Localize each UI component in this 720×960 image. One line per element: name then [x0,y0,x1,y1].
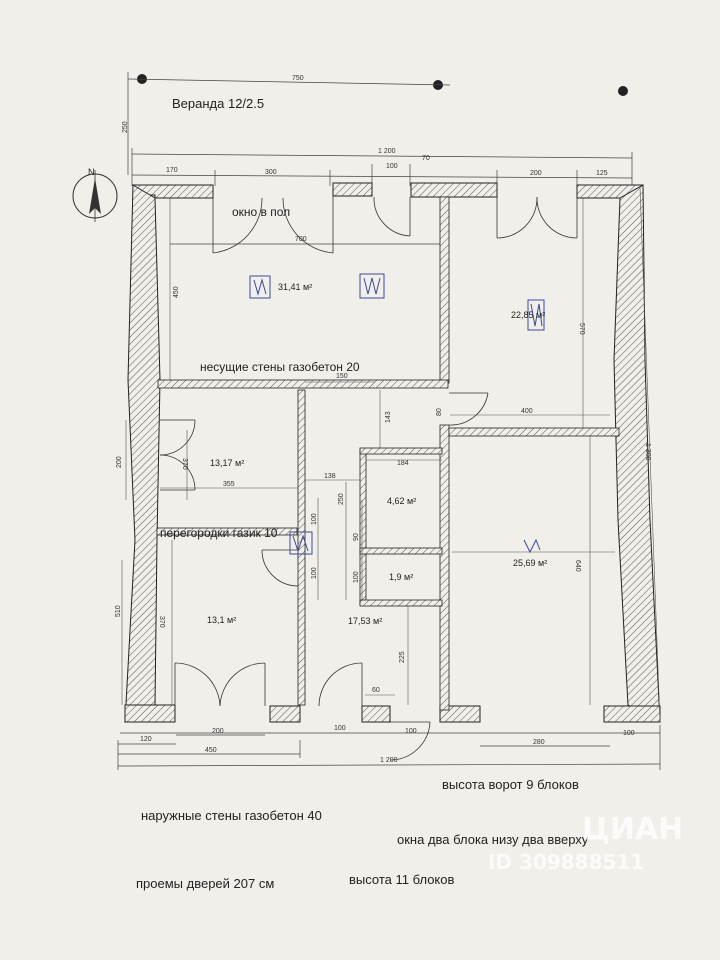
veranda-label: Веранда 12/2.5 [172,96,264,111]
dim-label: 280 [533,739,545,746]
dim-label: 120 [140,736,152,743]
area-hall: 17,53 м² [348,616,382,626]
veranda-width-dim: 750 [292,75,304,82]
dim-label: 200 [530,170,542,177]
dim-label: 90 [353,533,360,541]
window-marks [249,273,545,555]
area-bath2: 1,9 м² [389,572,413,582]
room-dimension-lines [121,187,661,723]
height-note: высота 11 блоков [349,872,455,887]
dim-label: 150 [336,373,348,380]
dim-label: 370 [158,616,165,628]
dim-label: 700 [295,236,307,243]
outer-walls [124,182,661,723]
window-floor-label: окно в пол [232,205,290,219]
veranda-dimensions [127,72,451,175]
dim-label: 300 [265,169,277,176]
dim-label: 200 [212,728,224,735]
dim-label: 1 200 [380,757,398,764]
interior-walls [156,196,620,711]
veranda-depth-dim: 250 [122,121,129,133]
dim-label: 100 [311,567,318,579]
dim-label: 640 [574,560,581,572]
dim-label: 450 [173,286,180,298]
dim-label: 225 [399,651,406,663]
watermark-id: ID 309888511 [488,850,645,874]
dim-label: 370 [181,458,188,470]
area-bedroom-right: 22,85 м² [511,310,545,320]
windows-note: окна два блока низу два вверху [397,832,589,847]
dim-label: 1 200 [378,148,396,155]
compass-north-label: N [88,167,95,177]
bearing-walls-label: несущие стены газобетон 20 [200,360,360,374]
dim-label: 100 [334,725,346,732]
door-swings [159,196,578,761]
dim-label: 100 [405,728,417,735]
dim-label: 355 [223,481,235,488]
punch-hole [618,86,628,96]
dim-label: 60 [372,687,380,694]
dim-label: 184 [397,460,409,467]
dim-label: 570 [578,323,585,335]
area-bath1: 4,62 м² [387,496,416,506]
outer-walls-note: наружные стены газобетон 40 [141,808,322,823]
compass-icon [72,170,118,222]
dim-label: 100 [311,513,318,525]
dim-label: 250 [338,493,345,505]
dim-label: 100 [353,571,360,583]
area-room-left-bottom: 13,1 м² [207,615,236,625]
dim-label: 400 [521,408,533,415]
dim-label: 80 [436,408,443,416]
area-garage: 25,69 м² [513,558,547,568]
bottom-dimension-lines [117,725,661,770]
gate-height-note: высота ворот 9 блоков [442,777,579,792]
dim-label: 1 300 [644,443,651,461]
dim-label: 100 [623,730,635,737]
dim-label: 100 [386,163,398,170]
dim-label: 450 [205,747,217,754]
area-room-left-mid: 13,17 м² [210,458,244,468]
partitions-label: перегородки газик 10 [160,526,278,540]
dim-label: 70 [422,155,430,162]
dim-label: 510 [115,605,122,617]
watermark-brand: ЦИАН [582,812,684,847]
dim-label: 138 [324,473,336,480]
dim-label: 200 [116,456,123,468]
door-openings-note: проемы дверей 207 см [136,876,275,891]
dim-label: 170 [166,167,178,174]
dim-label: 143 [385,411,392,423]
dim-label: 125 [596,170,608,177]
area-living: 31,41 м² [278,282,312,292]
